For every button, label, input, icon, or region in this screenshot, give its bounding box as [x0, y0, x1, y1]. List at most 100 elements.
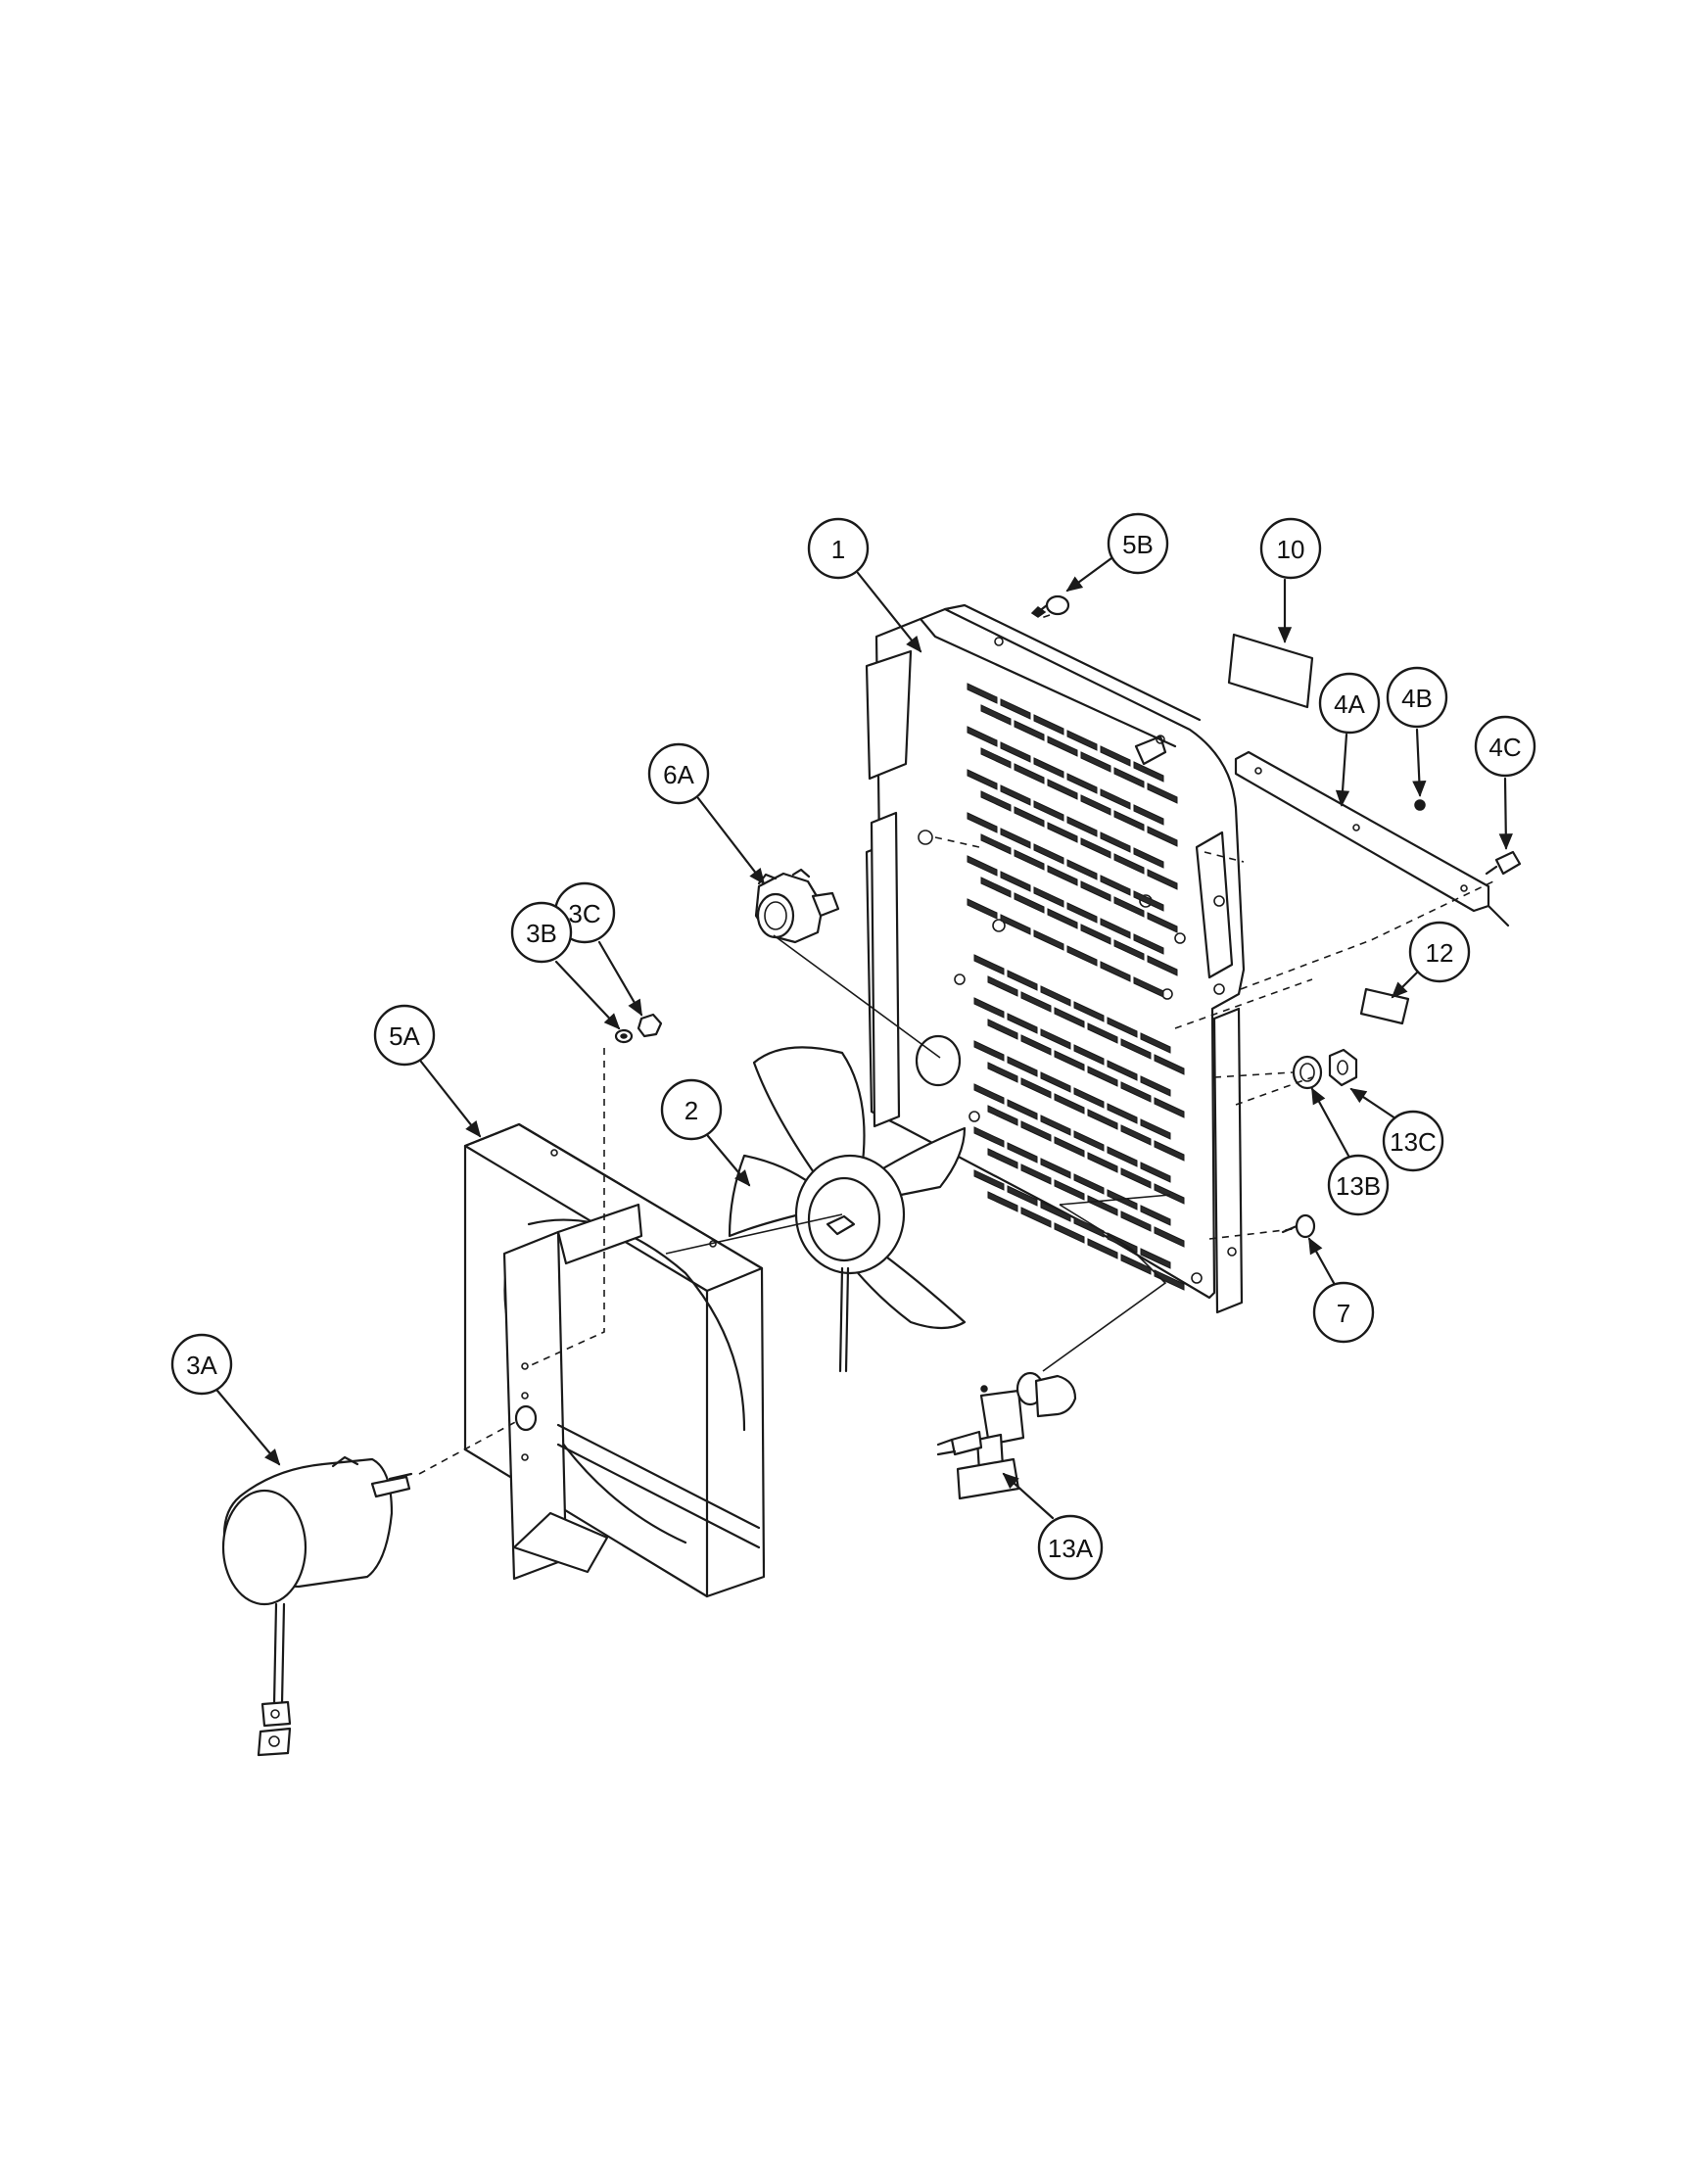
grille-slot: [1100, 961, 1131, 982]
grille-slot: [1113, 767, 1145, 788]
grille-slot: [1066, 859, 1098, 880]
mounting-bracket: [1234, 750, 1510, 927]
grille-slot: [1020, 1120, 1052, 1142]
grille-slot: [1113, 810, 1145, 831]
grille-slot: [1147, 826, 1178, 847]
callout-3b: 3B: [510, 901, 621, 1030]
callout-2: 2: [660, 1078, 751, 1187]
nut: [637, 1013, 663, 1038]
grille-slot: [973, 997, 1005, 1019]
grille-slot: [1147, 955, 1178, 976]
alignment-lines: [418, 614, 1494, 1475]
callout-1: 1: [807, 517, 922, 653]
grille-slot: [973, 954, 1005, 975]
grille-slot: [1033, 757, 1064, 779]
callout-12: 12: [1391, 921, 1471, 999]
callout-circle: [807, 517, 870, 580]
callout-6a: 6A: [647, 742, 766, 885]
grille-slot: [973, 1083, 1005, 1105]
grille-slot: [1113, 939, 1145, 961]
grille-slot: [987, 1019, 1018, 1040]
leader-line: [696, 796, 766, 885]
grille-slot: [1054, 1136, 1085, 1158]
grille-slot: [1047, 736, 1078, 757]
grille-slot: [1073, 1087, 1105, 1109]
callout-label: 10: [1277, 535, 1305, 564]
callout-13c: 13C: [1349, 1087, 1444, 1172]
grille-slot: [1100, 875, 1131, 896]
grille-slot: [1120, 1038, 1152, 1060]
grille-slot: [1073, 1173, 1105, 1195]
grille-slot: [1087, 1238, 1118, 1259]
arrowhead: [628, 998, 642, 1017]
label-plate: [1227, 633, 1314, 709]
grille-slot: [1047, 779, 1078, 800]
grille-slot: [987, 1148, 1018, 1169]
grille-slot: [1080, 794, 1111, 816]
grille-slot: [1066, 730, 1098, 751]
grille-slot: [987, 1062, 1018, 1083]
grille-slot: [1107, 1146, 1138, 1167]
grille-slot: [980, 790, 1012, 812]
screw: [1030, 594, 1070, 618]
callout-label: 12: [1426, 938, 1454, 968]
grille-slot: [1100, 788, 1131, 810]
grille-slot: [1040, 1201, 1071, 1222]
callout-label: 3A: [186, 1351, 217, 1380]
grille-slot: [1080, 751, 1111, 773]
callout-circle: [170, 1333, 233, 1396]
grille-slot: [1113, 853, 1145, 875]
grille-slot: [1140, 1118, 1171, 1140]
callout-circle: [510, 901, 573, 964]
grille-slot: [967, 898, 998, 920]
grille-slot: [967, 769, 998, 790]
grille-slot: [1054, 1179, 1085, 1201]
lower-grille: [973, 954, 1185, 1291]
grille-slot: [1100, 918, 1131, 939]
grille-slot: [1014, 806, 1045, 828]
callout-label: 2: [685, 1096, 698, 1125]
callout-circle: [1259, 517, 1322, 580]
grille-slot: [987, 1105, 1018, 1126]
grille-slot: [1040, 1028, 1071, 1050]
grille-slot: [1133, 804, 1164, 826]
callout-circle: [660, 1078, 723, 1141]
grille-slot: [1000, 914, 1031, 935]
callout-7: 7: [1307, 1237, 1375, 1344]
leader-line: [554, 960, 621, 1030]
callout-4a: 4A: [1318, 672, 1381, 807]
arrowhead: [1391, 981, 1408, 999]
grille-slot: [967, 726, 998, 747]
callout-label: 7: [1337, 1299, 1350, 1328]
grille-slot: [1140, 1162, 1171, 1183]
grille-slot: [1000, 698, 1031, 720]
arrowhead: [1065, 576, 1084, 593]
grille-slot: [1014, 849, 1045, 871]
grille-slot: [1033, 800, 1064, 822]
grille-slot: [1140, 1248, 1171, 1269]
callout-circle: [1382, 1110, 1444, 1172]
arrowhead: [603, 1013, 621, 1030]
grille-slot: [1000, 828, 1031, 849]
grille-slot: [1133, 890, 1164, 912]
arrowhead: [1412, 780, 1427, 797]
grille-slot: [980, 704, 1012, 726]
grille-slot: [1154, 1183, 1185, 1205]
grille-slot: [1040, 1158, 1071, 1179]
callout-circle: [1318, 672, 1381, 735]
leader-line: [856, 571, 922, 653]
grille-slot: [1133, 847, 1164, 869]
grille-slot: [987, 975, 1018, 997]
grille-slot: [1020, 991, 1052, 1013]
callout-label: 4C: [1488, 733, 1521, 762]
grille-slot: [1147, 869, 1178, 890]
grille-slot: [1080, 880, 1111, 902]
grille-slot: [1100, 831, 1131, 853]
callout-circle: [1037, 1514, 1104, 1581]
grille-slot: [967, 812, 998, 833]
grille-slot: [1087, 1152, 1118, 1173]
grille-slot: [1040, 1115, 1071, 1136]
grille-slot: [987, 1191, 1018, 1212]
